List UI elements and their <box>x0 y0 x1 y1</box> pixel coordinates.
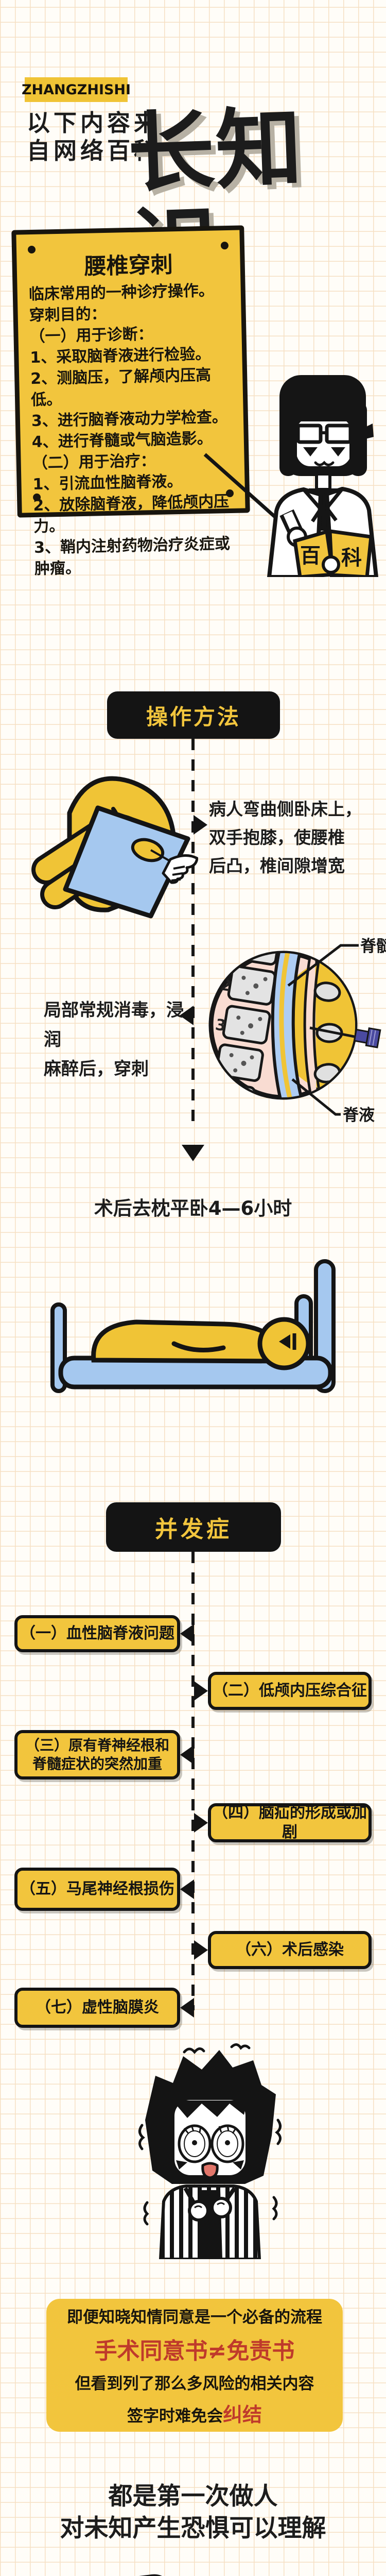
fluid-label-leader <box>291 1078 341 1116</box>
consent-line4: 签字时难免会纠结 <box>127 2399 262 2427</box>
step2-line: 局部常规消毒，浸润 <box>44 1000 184 1050</box>
section-banner-complications: 并发症 <box>106 1502 281 1552</box>
complication-label: （六）术后感染 <box>236 1941 344 1959</box>
consent-note: 即便知晓知情同意是一个必备的流程 手术同意书≠免责书 但看到列了那么多风险的相关… <box>46 2299 343 2432</box>
fluid-label: 脊液 <box>342 1106 375 1125</box>
complication-item-5: （五）马尾神经根损伤 <box>14 1868 180 1911</box>
doctor-hand-right <box>322 555 340 574</box>
card-line: 2、测脑压，了解颅内压高低。 <box>30 366 212 410</box>
consent-line4-highlight: 纠结 <box>222 2403 262 2426</box>
post-op-note: 术后去枕平卧4—6小时 <box>94 1197 292 1219</box>
empathy-line1: 都是第一次做人 <box>108 2482 278 2511</box>
empathy-line2: 对未知产生恐惧可以理解 <box>60 2514 326 2543</box>
brand-subtitle-line1: 以下内容来 <box>27 109 161 137</box>
spine-diagram: 1 2 3 4 5 脊髓 脊液 <box>206 937 386 1125</box>
sleeping-arm <box>171 1341 226 1352</box>
consent-line2: 手术同意书≠免责书 <box>94 2337 295 2364</box>
doctor-mouth <box>314 461 335 466</box>
vertebra-number: 1 <box>224 937 238 957</box>
connector-right-icon <box>194 1681 208 1701</box>
doctor-neck <box>315 472 331 491</box>
vertebra-number: 4 <box>207 1053 220 1073</box>
connector-right-icon <box>194 1940 208 1960</box>
connector-left-icon <box>180 1998 194 2018</box>
doctor-eye-right <box>331 447 345 456</box>
book-char-right: 科 <box>341 546 362 570</box>
step1-line: 双手抱膝，使腰椎 <box>209 827 345 848</box>
complication-label: （四）脑疝的形成或加剧 <box>213 1804 367 1841</box>
connector-right-icon <box>194 1813 208 1833</box>
card-title: 腰椎穿刺 <box>84 252 173 280</box>
section-banner-method: 操作方法 <box>107 691 280 739</box>
step2-line: 麻醉后，穿刺 <box>44 1059 149 1079</box>
connector-left-icon <box>180 1745 194 1765</box>
lying-flat-illustration <box>50 1259 336 1393</box>
complication-item-7: （七）虚性脑膜炎 <box>14 1988 180 2028</box>
doctor-character: 百 科 <box>267 375 379 577</box>
step1-line: 病人弯曲侧卧床上， <box>209 799 362 819</box>
complication-label: 脊髓症状的突然加重 <box>32 1755 162 1772</box>
girl-cheek-left <box>176 2160 187 2170</box>
brand-subtitle-line2: 自网络百科 <box>27 137 161 164</box>
connector-left-icon <box>180 1879 194 1899</box>
doctor-glasses-left <box>296 423 323 444</box>
spinal-cord-line <box>279 953 294 1097</box>
method-step1-text: 病人弯曲侧卧床上， 双手抱膝，使腰椎 后凸，椎间隙增宽 <box>209 795 381 880</box>
doctor-glasses-right <box>325 423 353 444</box>
girl-fist-left <box>188 2200 209 2222</box>
method-step2-text: 局部常规消毒，浸润 麻醉后，穿刺 <box>44 996 198 1084</box>
connector-left-icon <box>180 1624 194 1643</box>
step1-line: 后凸，椎间隙增宽 <box>209 856 345 876</box>
needle-hub <box>353 1027 381 1048</box>
girl-mouth <box>201 2162 219 2179</box>
patient-position-illustration <box>31 776 198 919</box>
complication-label: （五）马尾神经根损伤 <box>20 1880 174 1898</box>
scared-girl-illustration <box>138 2043 282 2259</box>
complication-item-6: （六）术后感染 <box>208 1931 372 1969</box>
brand-badge: ZHANGZHISHI <box>22 77 131 102</box>
doctor-eye-left <box>303 447 318 456</box>
girl-fringe <box>173 2100 247 2118</box>
complication-label: （一）血性脑脊液问题 <box>20 1624 174 1642</box>
cord-label: 脊髓 <box>360 937 386 956</box>
sleeping-body <box>91 1319 285 1364</box>
complication-item-3: （三）原有脊神经根和 脊髓症状的突然加重 <box>14 1730 180 1780</box>
complications-flow-line <box>191 1552 195 2010</box>
vertebra-number: 5 <box>206 1090 214 1109</box>
complication-label: （三）原有脊神经根和 <box>25 1737 169 1754</box>
arrow-down-icon <box>182 1145 204 1161</box>
complication-item-2: （二）低颅内压综合征 <box>208 1672 372 1710</box>
card-line: 临床常用的一种诊疗操作。 <box>28 281 215 304</box>
girl-fist-right <box>210 2197 232 2218</box>
complication-label: （七）虚性脑膜炎 <box>36 1998 159 2016</box>
method-flow-line <box>191 739 195 1130</box>
consent-line4-prefix: 签字时难免会 <box>127 2406 223 2426</box>
sterile-drape <box>63 805 190 919</box>
consent-line3: 但看到列了那么多风险的相关内容 <box>75 2374 314 2393</box>
complication-item-4: （四）脑疝的形成或加剧 <box>208 1803 372 1842</box>
tremble-squiggles <box>138 2043 282 2226</box>
closed-eye <box>279 1334 290 1349</box>
cord-label-leader <box>287 944 359 987</box>
complication-item-1: （一）血性脑脊液问题 <box>14 1615 180 1652</box>
girl-eyes <box>178 2124 244 2163</box>
arrow-left-step2-icon <box>180 1006 194 1025</box>
bubble-complications: 并发症 <box>1 2572 183 2576</box>
consent-line1: 即便知晓知情同意是一个必备的流程 <box>67 2308 322 2327</box>
operator-hand <box>162 854 198 884</box>
book-char-left: 百 <box>300 544 321 568</box>
arrow-right-step1-icon <box>194 815 207 835</box>
girl-cheek-right <box>233 2160 244 2170</box>
puncture-site <box>131 838 165 862</box>
doctor-ear <box>364 423 374 439</box>
complication-label: （二）低颅内压综合征 <box>213 1682 367 1700</box>
